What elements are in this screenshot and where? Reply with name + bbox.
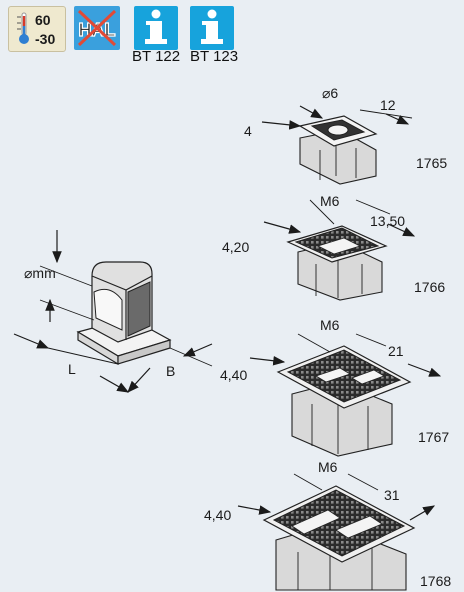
thermometer-icon (17, 12, 29, 44)
feature-badges: 60 -30 HAL BT 122 BT 123 (0, 0, 464, 70)
clamp-1765-height: 4 (244, 123, 252, 139)
clamp-1766: M6 13,50 4,20 1766 (222, 193, 445, 301)
halogen-free-badge: HAL (74, 6, 120, 50)
overview-length-label: L (68, 361, 76, 377)
clamp-1768-thread: M6 (318, 459, 338, 475)
info-label-bt122: BT 122 (132, 48, 181, 65)
halogen-free-icon: HAL (78, 9, 116, 47)
clamp-1768-length: 31 (384, 487, 400, 503)
clamp-1766-thread: M6 (320, 193, 340, 209)
min-temperature: -30 (35, 31, 56, 47)
temperature-range-badge: 60 -30 (8, 6, 66, 52)
overview-clamp (76, 261, 172, 366)
clamp-1765: ⌀6 12 4 1765 (244, 85, 447, 185)
clamp-1768-code: 1768 (420, 573, 451, 589)
clamp-1767-code: 1767 (418, 429, 449, 445)
info-badge-bt123[interactable] (190, 6, 234, 50)
info-icon (201, 9, 223, 44)
clamp-1768: M6 31 4,40 1768 (204, 459, 451, 591)
clamp-1768-height: 4,40 (204, 507, 231, 523)
overview-width-label: B (166, 363, 175, 379)
clamp-1766-height: 4,20 (222, 239, 249, 255)
clamp-1767-length: 21 (388, 343, 404, 359)
overview-diameter-label: ⌀mm (24, 265, 56, 281)
clamp-1766-code: 1766 (414, 279, 445, 295)
info-badge-bt122[interactable] (134, 6, 178, 50)
clamp-1767-height: 4,40 (220, 367, 247, 383)
clamp-1767: M6 21 4,40 1767 (220, 317, 449, 457)
info-icon (145, 9, 167, 44)
clamp-1765-length: 12 (380, 97, 396, 113)
info-label-bt123: BT 123 (190, 48, 239, 65)
clamp-1765-diameter: ⌀6 (322, 85, 338, 101)
clamp-1765-code: 1765 (416, 155, 447, 171)
clamp-1766-length: 13,50 (370, 213, 405, 229)
max-temperature: 60 (35, 12, 51, 28)
clamp-1767-thread: M6 (320, 317, 340, 333)
overview-dimensions: ⌀mm L B (13, 230, 213, 393)
